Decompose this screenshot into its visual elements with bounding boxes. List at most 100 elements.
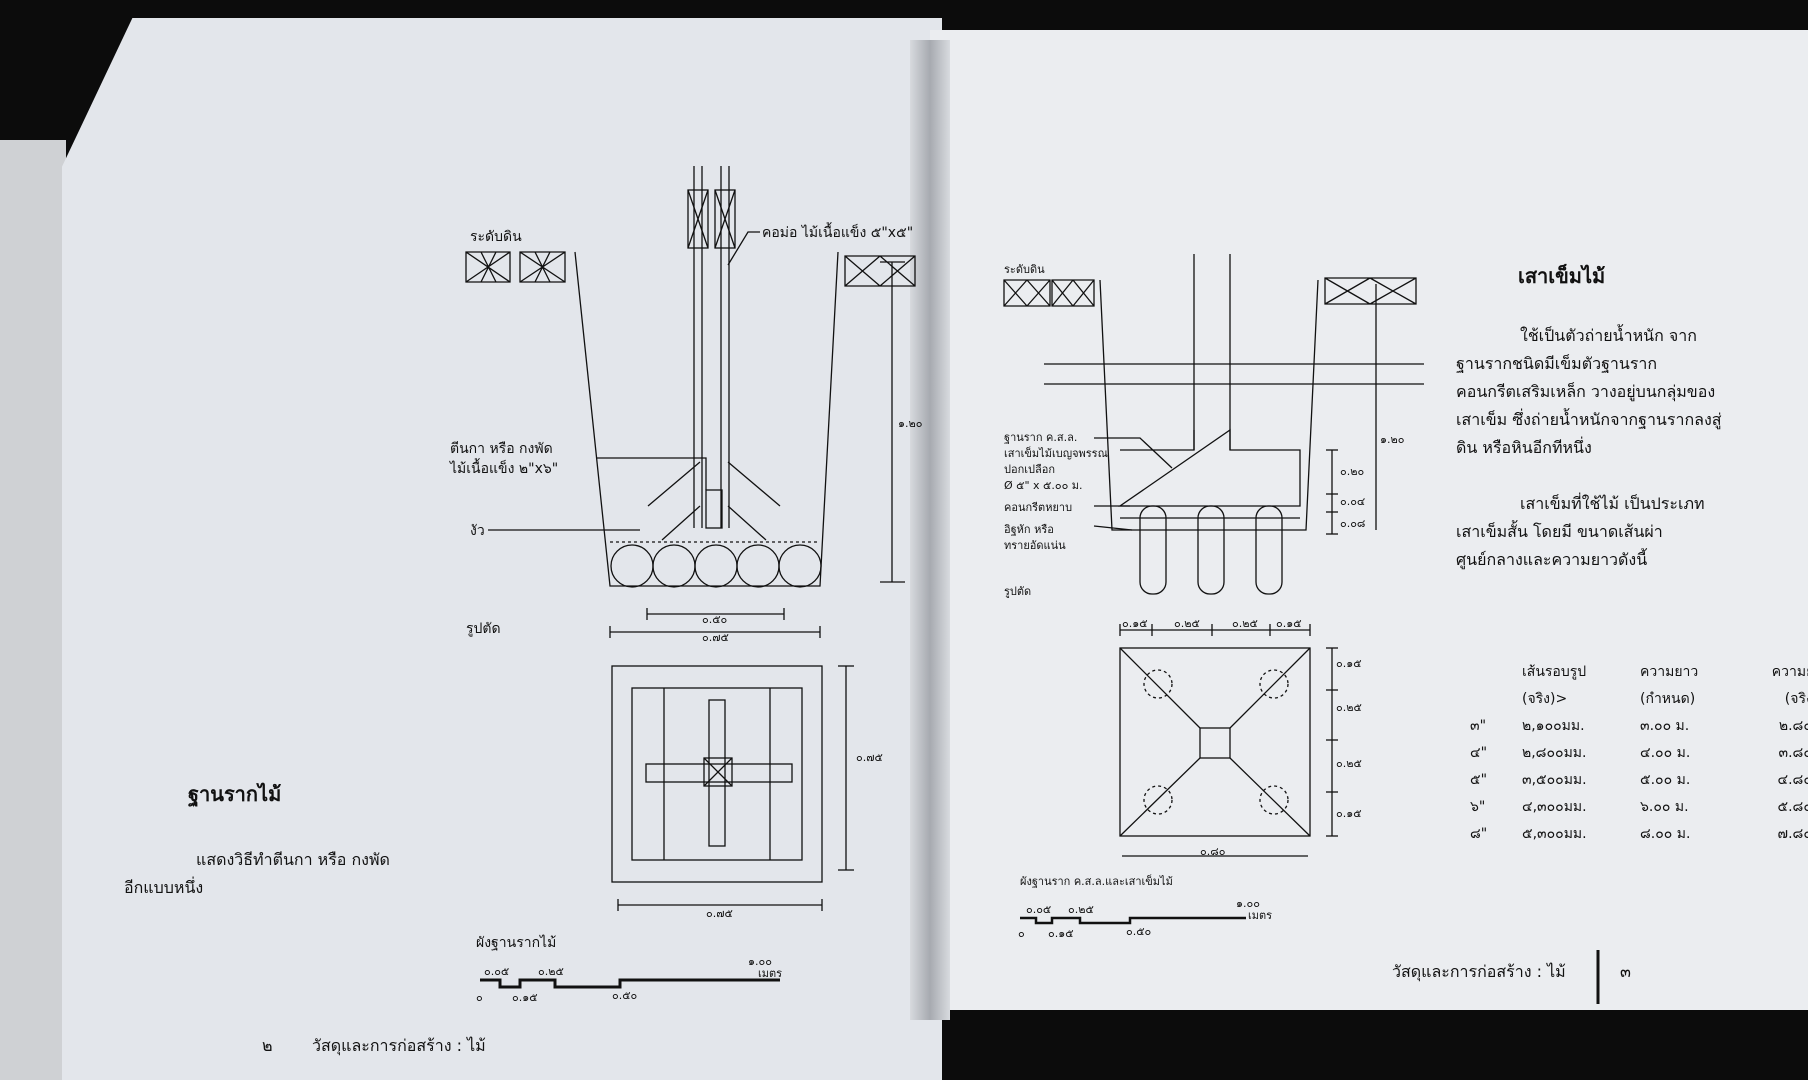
horiz-dim-1: ๐.๑๕ (1122, 617, 1148, 630)
table-cell: ๓" (1470, 717, 1487, 734)
depth-label: ๑.๒๐ (898, 417, 923, 430)
table-cell: ๗.๘๐ ม. (1777, 825, 1808, 842)
leaders-right (1093, 437, 1173, 531)
scale-right-c: ๑.๐๐ (1236, 897, 1260, 910)
horiz-dim-2: ๐.๒๕ (1174, 617, 1200, 630)
scale-d: ๐ (476, 991, 483, 1004)
plan-dim-3: ๐.๒๕ (1336, 757, 1362, 770)
sleeper-label-2: ไม้เนื้อแข็ง ๒"x๖" (450, 461, 559, 477)
table-cell: ๘.๐๐ ม. (1640, 825, 1691, 842)
sleeper-label-1: ตีนกา หรือ กงพัด (450, 441, 553, 457)
scale-right-d: ๐ (1018, 927, 1025, 940)
depth-label-right: ๑.๒๐ (1380, 433, 1405, 446)
brick-label: อิฐหัก หรือ (1004, 523, 1054, 536)
dim-outer: ๐.๗๕ (702, 631, 729, 644)
excavation-right (1099, 279, 1319, 531)
plan-dim-1: ๐.๑๕ (1336, 657, 1362, 670)
table-header-row-1: เส้นรอบรูป ความยาว ความยาว (1470, 658, 1808, 685)
right-heading: เสาเข็มไม้ (1518, 264, 1606, 288)
table-cell: (จริง)> (1522, 690, 1568, 707)
logs (610, 541, 822, 588)
table-row: ๔" ๒,๘๐๐มม. ๔.๐๐ ม. ๓.๘๐ ม. (1470, 739, 1808, 766)
scale-right-e: ๐.๑๕ (1048, 927, 1074, 940)
posts (687, 166, 736, 529)
post-label: คอม่อ ไม้เนื้อแข็ง ๕"x๕" (762, 225, 914, 241)
vert-dims-right (1326, 284, 1377, 535)
table-header-row-2: (จริง)> (กำหนด) (จริง)> (1470, 685, 1808, 712)
section-label: รูปตัด (466, 621, 501, 637)
log-label: งัว (470, 523, 485, 539)
table-cell: ๔.๘๐ ม. (1777, 771, 1808, 788)
plan-label-right: ผังฐานราก ค.ส.ล.และเสาเข็มไม้ (1020, 875, 1173, 888)
pile-peeled-label: ปอกเปลือก (1004, 463, 1055, 476)
table-cell: (จริง)> (1784, 690, 1808, 707)
scale-a: ๐.๐๕ (484, 965, 510, 978)
table-cell: ๓.๘๐ ม. (1778, 744, 1808, 761)
table-cell: ๒.๘๐ ม. (1778, 717, 1808, 734)
dim-inner: ๐.๕๐ (702, 613, 728, 626)
lean-concrete-label: คอนกรีตหยาบ (1004, 501, 1073, 514)
section-label-right: รูปตัด (1004, 585, 1032, 598)
sand-label: ทรายอัดแน่น (1004, 539, 1066, 552)
table-cell: ๕" (1470, 771, 1488, 788)
right-para-2: เสาเข็มที่ใช้ไม้ เป็นประเภทเสาเข็มสั้น โ… (1456, 494, 1705, 569)
depth-dim-left (880, 261, 905, 583)
table-cell: ๕.๐๐ ม. (1640, 771, 1691, 788)
left-footer-page: ๒ (262, 1036, 273, 1055)
vert-dim-3: ๐.๐๘ (1340, 517, 1366, 530)
vert-dim-1: ๐.๒๐ (1340, 465, 1365, 478)
plan-left (611, 665, 854, 911)
table-row: ๕" ๓,๕๐๐มม. ๕.๐๐ ม. ๔.๘๐ ม. (1470, 766, 1808, 793)
plan-bottom-dim-right: ๐.๘๐ (1200, 845, 1226, 858)
column-right (1193, 254, 1231, 450)
excavation-outline (574, 251, 839, 587)
right-page (930, 30, 1808, 1010)
table-cell: ๘" (1470, 825, 1488, 842)
book-edge (0, 140, 66, 1080)
plan-dim-2: ๐.๒๕ (1336, 701, 1362, 714)
scale-bar-left (480, 978, 780, 989)
table-cell: ๔,๓๐๐มม. (1522, 798, 1587, 815)
horiz-dim-3: ๐.๒๕ (1232, 617, 1258, 630)
table-cell: ๒,๑๐๐มม. (1522, 717, 1585, 734)
table-cell: ๔" (1470, 744, 1488, 761)
table-cell: ๖.๐๐ ม. (1640, 798, 1689, 815)
scale-right-unit: เมตร (1248, 909, 1273, 922)
ground-hatch-right (1003, 277, 1417, 307)
pile-label: เสาเข็มไม้เบญจพรรณ (1004, 447, 1108, 460)
table-row: ๓" ๒,๑๐๐มม. ๓.๐๐ ม. ๒.๘๐ ม. (1470, 712, 1808, 739)
plan-bottom-dim: ๐.๗๕ (706, 907, 733, 920)
pile-size-table: เส้นรอบรูป ความยาว ความยาว (จริง)> (กำหน… (1470, 658, 1808, 847)
table-cell: ๕.๘๐ ม. (1777, 798, 1808, 815)
table-cell: ๕,๓๐๐มม. (1522, 825, 1587, 842)
table-cell: เส้นรอบรูป (1522, 663, 1587, 680)
footing-right (1117, 428, 1301, 507)
right-footer-page: ๓ (1620, 962, 1631, 981)
table-cell: ๓.๐๐ ม. (1640, 717, 1690, 734)
table-cell: ๓,๕๐๐มม. (1522, 771, 1587, 788)
left-footer-title: วัสดุและการก่อสร้าง : ไม้ (312, 1036, 486, 1055)
plan-side-dim: ๐.๗๕ (856, 751, 883, 764)
piles-right (1139, 505, 1283, 595)
slab-lines (1044, 363, 1424, 385)
scale-f: ๐.๕๐ (612, 989, 638, 1002)
horiz-dim-4: ๐.๑๕ (1276, 617, 1302, 630)
table-row: ๖" ๔,๓๐๐มม. ๖.๐๐ ม. ๕.๘๐ ม. (1470, 793, 1808, 820)
table-cell: ความยาว (1771, 663, 1808, 680)
scale-e: ๐.๑๕ (512, 991, 538, 1004)
footing-label: ฐานราก ค.ส.ล. (1004, 431, 1078, 444)
horiz-dims-right (1119, 624, 1311, 636)
scale-bar-right (1020, 916, 1246, 925)
plan-dim-4: ๐.๑๕ (1336, 807, 1362, 820)
ground-hatch-left (465, 251, 916, 287)
book-gutter (910, 40, 950, 1020)
pile-size-label: Ø ๕" x ๕.๐๐ ม. (1004, 479, 1083, 492)
table-cell: ความยาว (1640, 663, 1699, 680)
braces (647, 461, 781, 541)
left-heading: ฐานรากไม้ (188, 782, 282, 806)
ground-level-label: ระดับดิน (470, 229, 522, 245)
table-cell: ๔.๐๐ ม. (1640, 744, 1691, 761)
plan-right (1119, 647, 1338, 857)
